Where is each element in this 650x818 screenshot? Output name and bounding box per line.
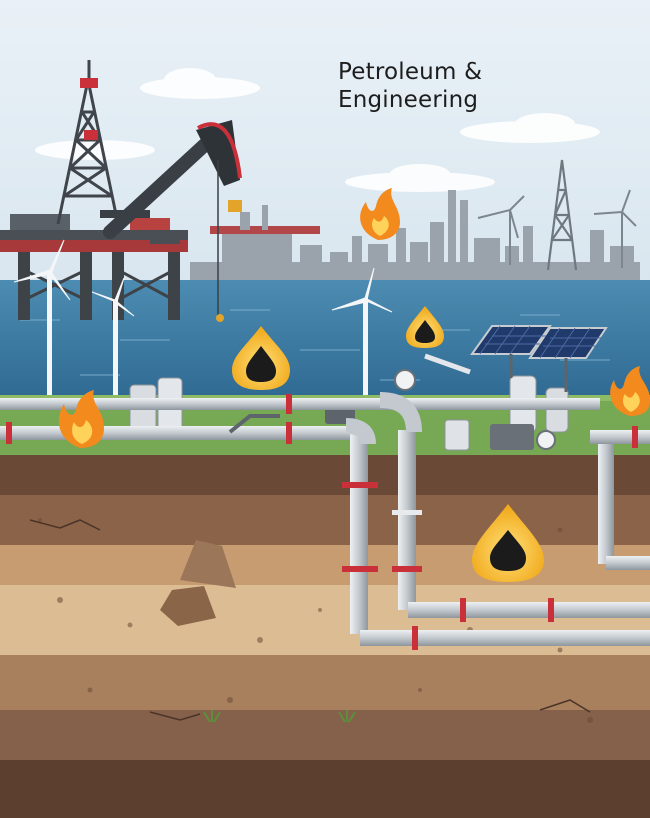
title-line-1: Petroleum &: [338, 59, 483, 85]
soil-layer-5: [0, 655, 650, 710]
wind-turbine-icon: [13, 239, 393, 400]
cracks: [29, 519, 591, 721]
flame-icon: [58, 390, 104, 448]
background-derrick-icon: [546, 159, 578, 271]
oil-drop-icon: [472, 504, 544, 582]
oil-drop-icon: [232, 326, 290, 390]
page-title: Petroleum & Engineering: [338, 58, 578, 114]
oil-rig-icon: [0, 60, 242, 322]
background-wind-turbines: [477, 189, 637, 268]
clouds: [35, 68, 600, 192]
soil-layer-3: [0, 545, 650, 585]
flame-icon: [610, 366, 650, 416]
grass-tufts: [203, 710, 356, 723]
soil-layer-6: [0, 710, 650, 760]
rock-icon: [160, 540, 236, 626]
soil-layer-7: [0, 760, 650, 818]
soil-layer-1: [0, 455, 650, 495]
solar-panel-icon: [470, 325, 608, 392]
flame-icon: [360, 188, 400, 240]
title-line-2: Engineering: [338, 87, 479, 113]
soil-layer-2: [0, 495, 650, 545]
pipeline-icon: [0, 353, 650, 650]
oil-drop-icon: [406, 306, 444, 348]
